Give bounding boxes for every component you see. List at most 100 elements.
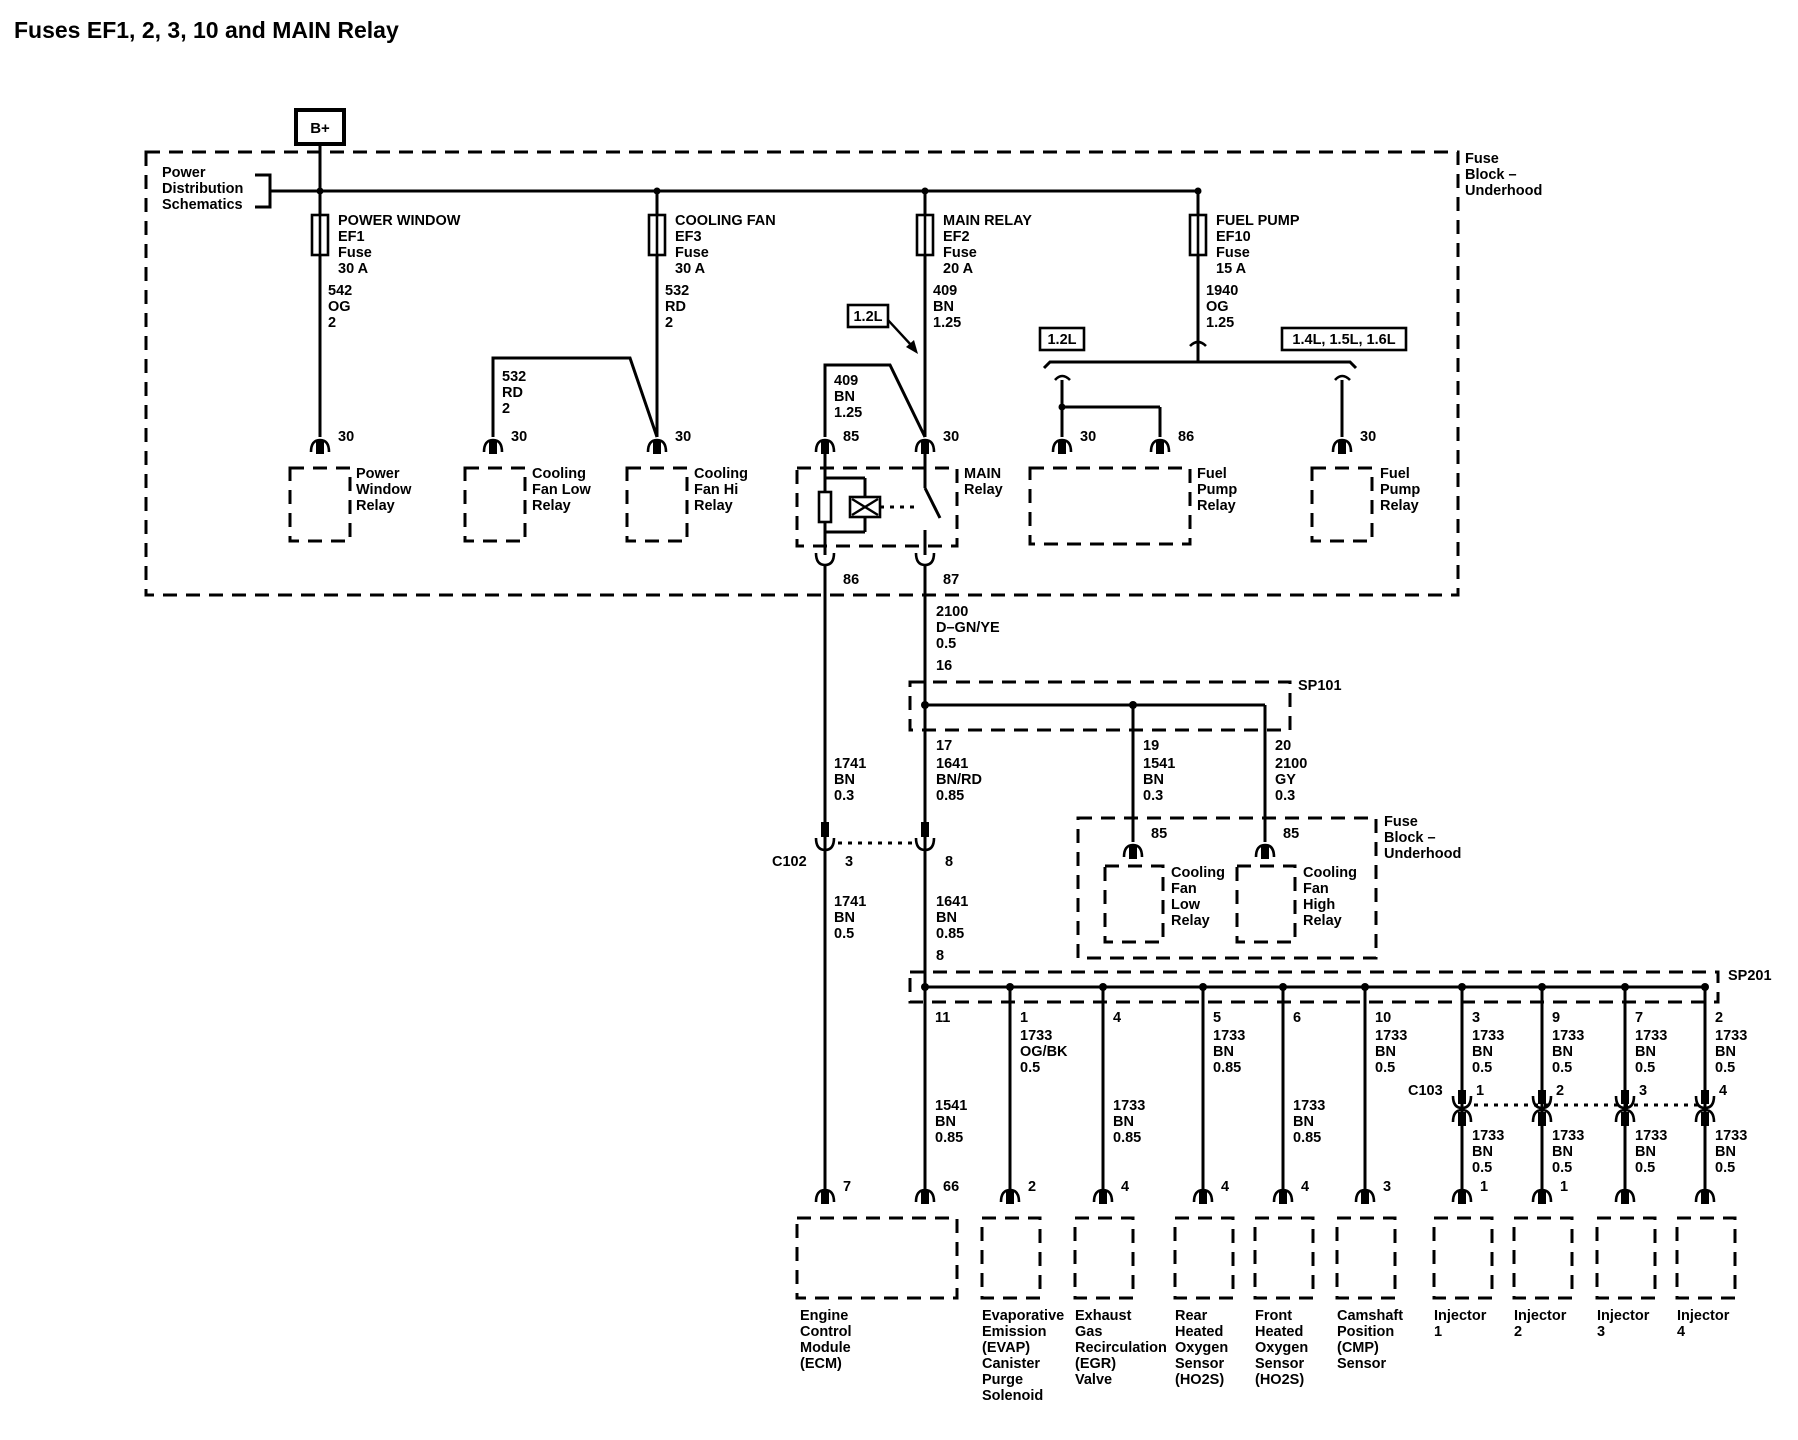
svg-text:19: 19	[1143, 738, 1159, 754]
wire-label: 1733	[1472, 1128, 1504, 1144]
component-1: 2EvaporativeEmission(EVAP)CanisterPurgeS…	[980, 1179, 1064, 1404]
component-connector	[1192, 1188, 1214, 1206]
svg-text:Low: Low	[1171, 897, 1201, 913]
component-name: 4	[1677, 1324, 1685, 1340]
component-name: Gas	[1075, 1324, 1102, 1340]
wire-label: 0.5	[1635, 1160, 1655, 1176]
fuel-pump-relay-2: Fuel Pump Relay	[1310, 466, 1420, 543]
component-box	[1073, 1216, 1135, 1300]
engine-control-module: 7 66	[795, 1179, 959, 1300]
wire-label: 1733	[1020, 1028, 1052, 1044]
wire-label: 0.5	[1635, 1060, 1655, 1076]
component-name: Injector	[1597, 1308, 1650, 1324]
svg-text:0.85: 0.85	[936, 926, 964, 942]
branch-pin: 7	[1635, 1010, 1643, 1026]
component-connector	[1092, 1188, 1114, 1206]
component-name: Oxygen	[1175, 1340, 1228, 1356]
component-name: (HO2S)	[1175, 1372, 1224, 1388]
component-name: Solenoid	[982, 1388, 1043, 1404]
svg-text:30: 30	[1080, 429, 1096, 445]
svg-text:0.85: 0.85	[936, 788, 964, 804]
c103-pin	[1701, 1090, 1709, 1104]
component-box	[980, 1216, 1042, 1300]
component-name: (HO2S)	[1255, 1372, 1304, 1388]
power-distribution-label: Power Distribution Schematics	[162, 165, 320, 213]
component-name: (ECM)	[800, 1356, 842, 1372]
wire-label: BN	[1552, 1144, 1573, 1160]
svg-text:0.3: 0.3	[1275, 788, 1295, 804]
svg-text:3: 3	[845, 854, 853, 870]
svg-text:BN: BN	[834, 772, 855, 788]
component-name: 3	[1597, 1324, 1605, 1340]
svg-text:86: 86	[1178, 429, 1194, 445]
wire-labels-mid: 1741 BN 0.3 1641 BN/RD 0.85 1541 BN 0.3 …	[834, 756, 1307, 804]
component-name: Purge	[982, 1372, 1023, 1388]
component-connector	[1451, 1188, 1473, 1206]
svg-text:0.3: 0.3	[1143, 788, 1163, 804]
svg-text:87: 87	[943, 572, 959, 588]
svg-text:Schematics: Schematics	[162, 197, 243, 213]
branch-pin: 10	[1375, 1010, 1391, 1026]
component-box	[1512, 1216, 1574, 1300]
cooling-fan-hi-relay: Cooling Fan Hi Relay	[625, 466, 748, 543]
wire-label: BN	[1113, 1114, 1134, 1130]
wire-532-branch	[491, 356, 659, 438]
component-name: Sensor	[1337, 1356, 1387, 1372]
wire-label: 0.5	[1020, 1060, 1040, 1076]
component-name: Exhaust	[1075, 1308, 1132, 1324]
component-name: Emission	[982, 1324, 1046, 1340]
main-relay: MAIN Relay	[795, 454, 1003, 555]
svg-text:1.4L, 1.5L, 1.6L: 1.4L, 1.5L, 1.6L	[1292, 332, 1395, 348]
svg-text:2100: 2100	[1275, 756, 1307, 772]
component-connector	[1531, 1188, 1553, 1206]
wire-label: 1733	[1213, 1028, 1245, 1044]
wire-label: 0.5	[1375, 1060, 1395, 1076]
wire-label: 0.5	[1552, 1160, 1572, 1176]
svg-text:0.5: 0.5	[834, 926, 854, 942]
wire-label: BN	[1472, 1044, 1493, 1060]
component-name: Module	[800, 1340, 851, 1356]
c103-pin	[1458, 1112, 1466, 1126]
svg-text:20: 20	[1275, 738, 1291, 754]
wire-label: 0.5	[1715, 1160, 1735, 1176]
wire-label: 1733	[1715, 1028, 1747, 1044]
c103-cap	[1451, 1095, 1473, 1110]
svg-text:Cooling: Cooling	[1171, 865, 1225, 881]
svg-text:Fan Hi: Fan Hi	[694, 482, 738, 498]
svg-text:1641: 1641	[936, 894, 968, 910]
svg-text:0.5: 0.5	[936, 636, 956, 652]
svg-text:1741: 1741	[834, 894, 866, 910]
svg-text:D–GN/YE: D–GN/YE	[936, 620, 1000, 636]
component-name: Engine	[800, 1308, 848, 1324]
component-connector	[999, 1188, 1021, 1206]
svg-text:1940: 1940	[1206, 283, 1238, 299]
component-name: Injector	[1514, 1308, 1567, 1324]
c103-cap	[1614, 1095, 1636, 1110]
component-pin: 4	[1301, 1179, 1309, 1195]
c103-pin	[1701, 1112, 1709, 1126]
component-name: 1	[1434, 1324, 1442, 1340]
component-box	[1253, 1216, 1315, 1300]
svg-text:Fuse: Fuse	[1384, 814, 1418, 830]
svg-text:1541: 1541	[1143, 756, 1175, 772]
component-name: (EGR)	[1075, 1356, 1116, 1372]
svg-text:C103: C103	[1408, 1083, 1443, 1099]
svg-text:EF1: EF1	[338, 229, 365, 245]
svg-text:8: 8	[945, 854, 953, 870]
wire-label: BN	[1715, 1044, 1736, 1060]
fuse-ef3: COOLING FAN EF3 Fuse 30 A 532 RD 2	[647, 191, 776, 437]
wire-label: 1733	[1635, 1028, 1667, 1044]
component-name: Rear	[1175, 1308, 1208, 1324]
c103-cap	[1614, 1108, 1636, 1123]
svg-text:86: 86	[843, 572, 859, 588]
svg-text:COOLING FAN: COOLING FAN	[675, 213, 776, 229]
svg-text:EF10: EF10	[1216, 229, 1251, 245]
c103-cap	[1531, 1095, 1553, 1110]
svg-text:Window: Window	[356, 482, 412, 498]
svg-text:Block –: Block –	[1465, 167, 1517, 183]
